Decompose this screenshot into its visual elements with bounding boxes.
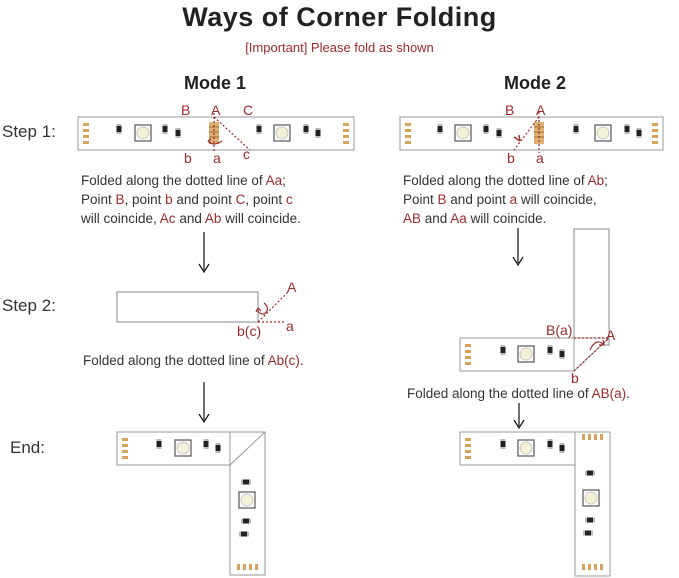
m2s2-point-Ba: B(a) [546, 322, 573, 338]
arrow-mode2-step2 [513, 403, 525, 430]
m1s2-point-bc: b(c) [237, 323, 262, 339]
m1-point-c: c [243, 146, 250, 162]
mode2-step2-shape [459, 228, 611, 373]
m2-point-b: b [507, 150, 515, 166]
mode2-step2-caption: Folded along the dotted line of AB(a). [407, 386, 630, 401]
step-2-label: Step 2: [2, 296, 56, 315]
mode2-step1-strip [399, 112, 664, 153]
m2s2-point-A: A [606, 327, 616, 343]
arrow-mode1-step1 [198, 232, 210, 274]
m1s2-point-A: A [287, 279, 297, 295]
arrow-mode1-step2 [198, 382, 210, 424]
mode2-end-strip [459, 431, 611, 577]
m1-point-a: a [213, 150, 221, 166]
important-note: [Important] Please fold as shown [245, 40, 434, 55]
m1s2-point-a: a [286, 318, 294, 334]
mode-1-heading: Mode 1 [184, 73, 247, 93]
m1-point-A: A [211, 102, 221, 118]
mode1-end-strip [116, 431, 266, 576]
end-label: End: [10, 438, 45, 457]
page-title: Ways of Corner Folding [182, 2, 497, 32]
mode-2-heading: Mode 2 [504, 73, 567, 93]
mode2-description: Folded along the dotted line of Ab; Poin… [403, 173, 608, 226]
m2-point-a: a [536, 150, 544, 166]
arrow-mode2-step1 [512, 228, 524, 267]
m1-point-C: C [243, 102, 254, 118]
m2s2-point-b: b [571, 370, 579, 386]
mode1-description: Folded along the dotted line of Aa; Poin… [81, 173, 301, 226]
m2-point-B: B [505, 102, 515, 118]
mode1-step2-strip [116, 291, 289, 323]
mode1-step1-strip [77, 113, 355, 153]
m2-point-A: A [536, 102, 546, 118]
m1-point-b: b [184, 150, 192, 166]
m1-point-B: B [181, 102, 191, 118]
step-1-label: Step 1: [2, 122, 56, 141]
mode1-step2-caption: Folded along the dotted line of Ab(c). [83, 353, 304, 368]
